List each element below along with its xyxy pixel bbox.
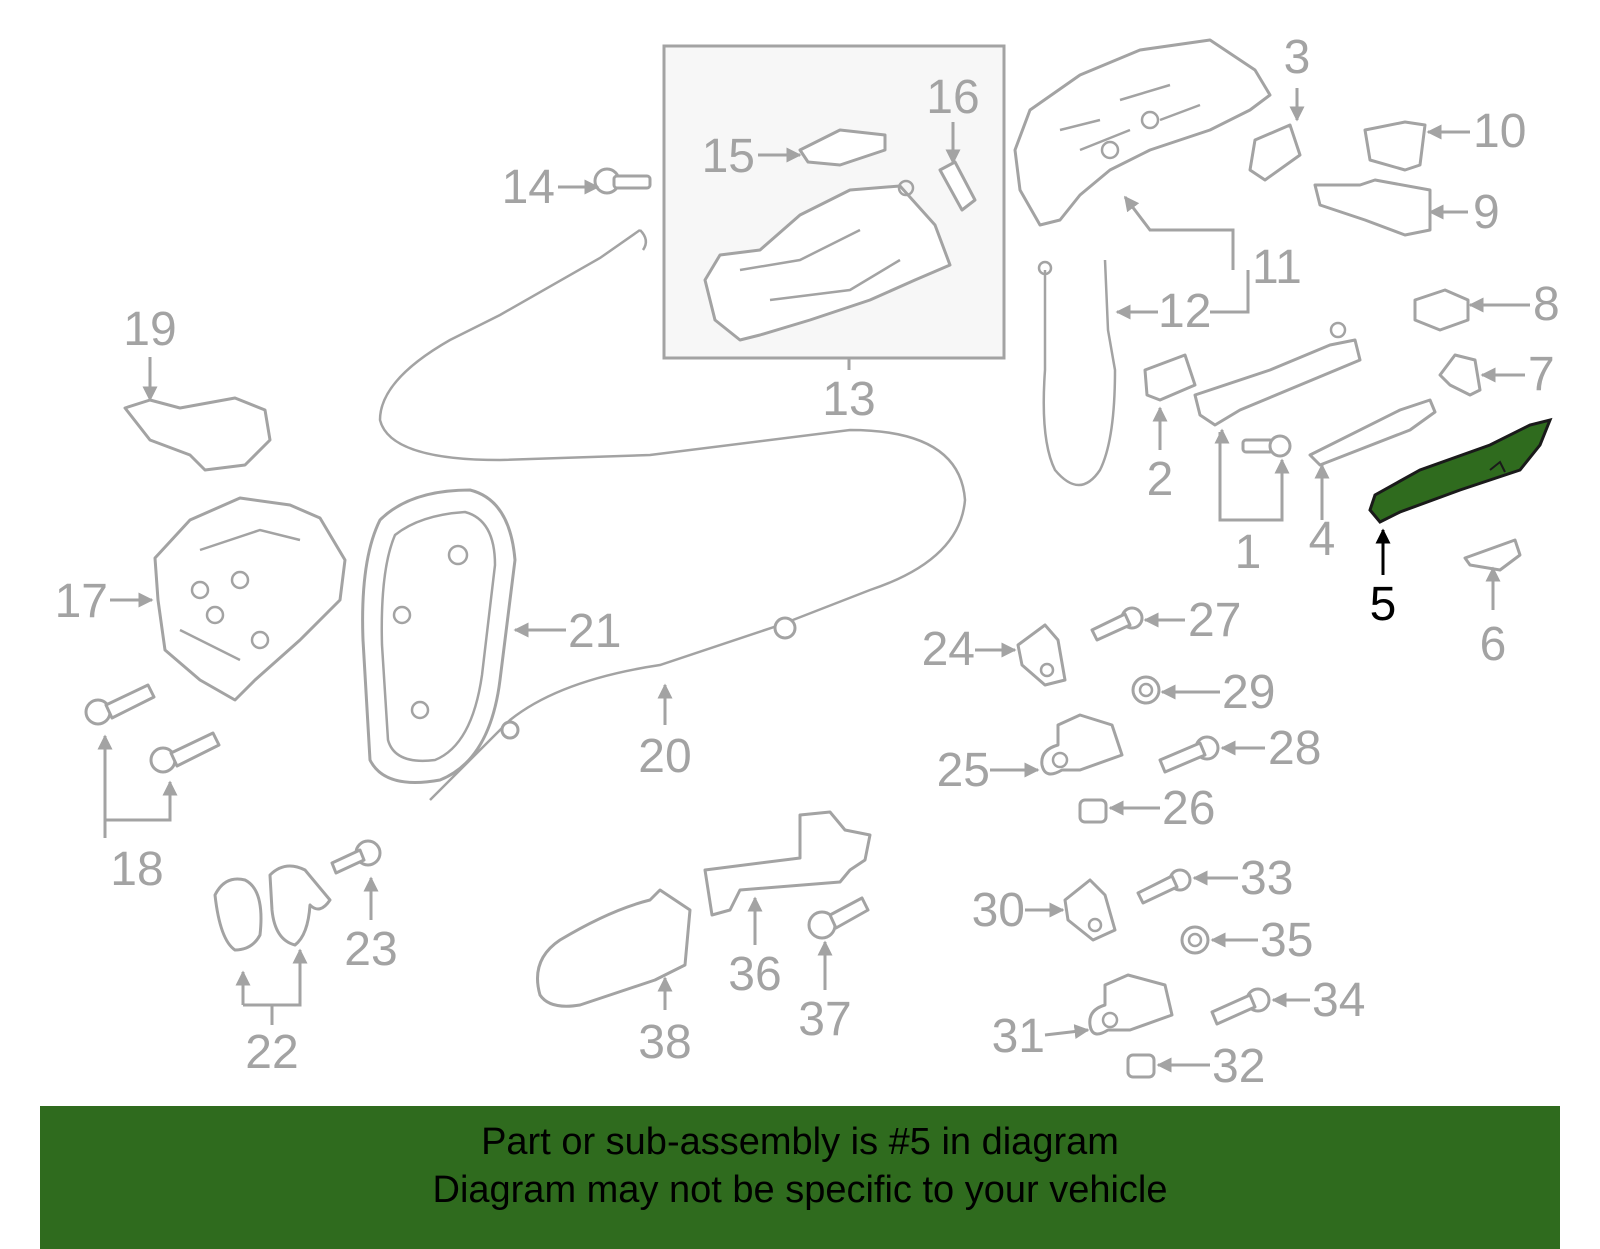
- part-13-handle-carrier: [703, 179, 952, 342]
- callout-24: 24: [922, 623, 975, 676]
- callout-19: 19: [123, 303, 176, 356]
- part-22-bumper-a: [213, 877, 263, 952]
- callout-32: 32: [1212, 1040, 1265, 1093]
- callout-15: 15: [702, 130, 755, 183]
- part-5-handle-highlighted: [1368, 417, 1553, 524]
- callout-3: 3: [1284, 31, 1311, 84]
- part-2-bezel: [1143, 353, 1197, 402]
- part-26-bushing: [1078, 798, 1108, 824]
- part-7-clip: [1438, 353, 1482, 397]
- part-9-cylinder: [1313, 178, 1432, 237]
- part-20-cable: [378, 228, 967, 801]
- part-1-bolt: [1241, 434, 1292, 458]
- callout-10: 10: [1473, 105, 1526, 158]
- leader-lines: [97, 88, 1530, 1073]
- callout-20: 20: [638, 730, 691, 783]
- part-22-bumper-b: [268, 864, 332, 947]
- callout-34: 34: [1312, 974, 1365, 1027]
- callout-29: 29: [1222, 666, 1275, 719]
- part-34-bolt: [1210, 987, 1271, 1026]
- part-3-trim: [1248, 123, 1302, 182]
- part-21-seal: [361, 488, 517, 784]
- part-18-bolt-b: [149, 731, 221, 774]
- part-12-rod: [1037, 259, 1117, 487]
- part-1-handle-frame: [1193, 321, 1362, 427]
- callout-21: 21: [568, 605, 621, 658]
- callout-16: 16: [926, 71, 979, 124]
- part-15-connector: [798, 128, 887, 167]
- callout-4: 4: [1309, 513, 1336, 566]
- part-23-screw: [330, 839, 382, 875]
- part-10-cap: [1363, 120, 1427, 172]
- part-35-nut: [1180, 925, 1210, 955]
- callout-labels: 3 10 9 11 12 8 7 2 1 4 5 6 14 15 16 13 1…: [55, 31, 1560, 1093]
- callout-30: 30: [972, 884, 1025, 937]
- part-38-cover: [536, 888, 692, 1008]
- part-25-hinge: [1040, 713, 1124, 776]
- callout-25: 25: [937, 744, 990, 797]
- part-37-bolt: [807, 896, 870, 940]
- callout-28: 28: [1268, 722, 1321, 775]
- callout-23: 23: [344, 923, 397, 976]
- part-32-bushing: [1126, 1053, 1156, 1079]
- banner-line-2: Diagram may not be specific to your vehi…: [432, 1169, 1168, 1211]
- callout-36: 36: [728, 948, 781, 1001]
- callout-18: 18: [110, 843, 163, 896]
- callout-22: 22: [245, 1026, 298, 1079]
- part-18-bolt-a: [84, 683, 156, 726]
- callout-14: 14: [502, 161, 555, 214]
- part-11-bracket: [1013, 38, 1272, 227]
- callout-9: 9: [1473, 186, 1500, 239]
- callout-6: 6: [1480, 618, 1507, 671]
- callout-2: 2: [1147, 453, 1174, 506]
- part-14-bolt: [593, 167, 652, 195]
- callout-35: 35: [1260, 914, 1313, 967]
- callout-38: 38: [638, 1016, 691, 1069]
- part-8-block: [1413, 288, 1470, 332]
- callout-8: 8: [1533, 278, 1560, 331]
- part-28-bolt: [1158, 735, 1220, 774]
- callout-13: 13: [822, 373, 875, 426]
- info-banner: Part or sub-assembly is #5 in diagram Di…: [40, 1106, 1560, 1249]
- callout-26: 26: [1162, 782, 1215, 835]
- part-29-nut: [1131, 675, 1161, 705]
- callout-1: 1: [1235, 526, 1262, 579]
- part-4-strip: [1308, 398, 1437, 467]
- callout-12: 12: [1158, 285, 1211, 338]
- callout-11: 11: [1252, 241, 1302, 294]
- part-31-hinge: [1088, 973, 1174, 1036]
- callout-17: 17: [55, 575, 108, 628]
- part-33-bolt: [1136, 868, 1192, 905]
- part-16-clip: [938, 160, 977, 212]
- callout-37: 37: [798, 993, 851, 1046]
- part-17-lock-module: [153, 496, 347, 702]
- callout-33: 33: [1240, 852, 1293, 905]
- banner-line-1: Part or sub-assembly is #5 in diagram: [481, 1121, 1119, 1163]
- part-6-clip: [1463, 538, 1522, 572]
- part-19-actuator: [123, 396, 272, 472]
- part-24-bracket: [1016, 623, 1067, 687]
- part-36-check-strap: [703, 810, 872, 917]
- callout-27: 27: [1188, 594, 1241, 647]
- part-27-bolt: [1090, 606, 1144, 642]
- callout-31: 31: [992, 1010, 1045, 1063]
- part-30-bracket: [1063, 878, 1117, 942]
- callout-5: 5: [1370, 578, 1397, 631]
- callout-7: 7: [1528, 348, 1555, 401]
